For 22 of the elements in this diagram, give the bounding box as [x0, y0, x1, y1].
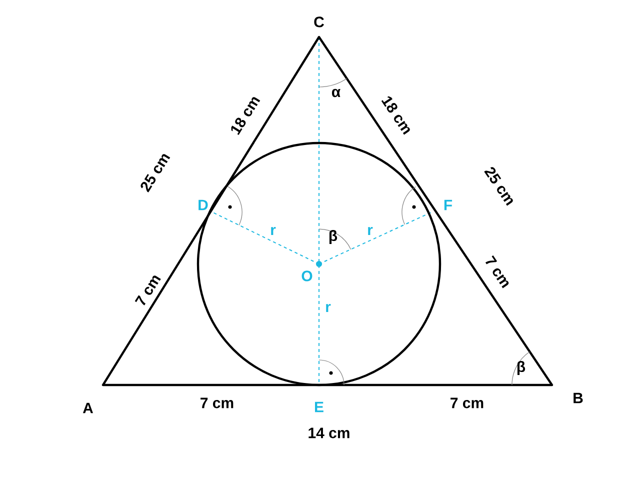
- angle-label: β: [329, 230, 338, 244]
- length-label: 25 cm: [140, 154, 170, 192]
- length-label: 7 cm: [450, 398, 484, 408]
- vertex-label: C: [314, 16, 324, 28]
- angle-label: β: [517, 361, 526, 375]
- radius-label: r: [326, 304, 331, 312]
- radius-label: r: [368, 226, 373, 236]
- vertex-label: B: [574, 392, 583, 404]
- length-label: 25 cm: [484, 167, 513, 206]
- vertex-label: A: [82, 402, 94, 414]
- length-label: 18 cm: [381, 96, 410, 135]
- point-label: F: [444, 200, 452, 210]
- length-label: 14 cm: [308, 428, 350, 438]
- length-label: 18 cm: [231, 97, 260, 135]
- length-label: 7 cm: [200, 398, 234, 408]
- point-label: D: [198, 200, 208, 210]
- radius-label: r: [271, 226, 276, 236]
- angle-label: α: [332, 88, 340, 98]
- point-label: O: [302, 270, 312, 282]
- length-label: 7 cm: [485, 255, 509, 288]
- point-label: E: [315, 402, 324, 412]
- length-label: 7 cm: [134, 276, 161, 306]
